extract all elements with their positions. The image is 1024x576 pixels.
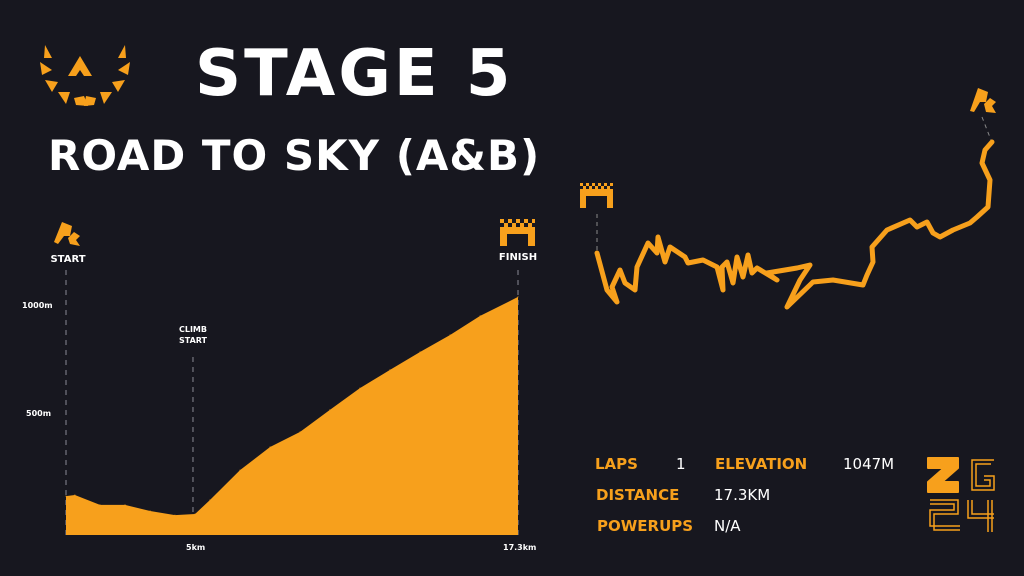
elevation-label: ELEVATION (715, 455, 808, 473)
y-tick-500: 500m (26, 409, 52, 418)
distance-value: 17.3KM (714, 486, 771, 504)
map-start-flag-icon (970, 88, 996, 113)
powerups-label: POWERUPS (597, 517, 694, 535)
x-tick-5km: 5km (186, 543, 206, 552)
elevation-point (419, 351, 421, 353)
elevation-value: 1047M (843, 455, 895, 473)
distance-label: DISTANCE (596, 486, 680, 504)
finish-arch-icon (500, 219, 535, 246)
climb-start-line1: CLIMB (178, 325, 207, 334)
elevation-point (517, 296, 519, 298)
elevation-point (174, 514, 176, 516)
elevation-point (124, 504, 126, 506)
map-finish-arch-icon (580, 183, 613, 208)
elevation-point (209, 499, 211, 501)
elevation-point (389, 369, 391, 371)
powerups-value: N/A (714, 517, 741, 535)
route-name: ROAD TO SKY (A&B) (48, 131, 541, 180)
laps-label: LAPS (595, 455, 638, 473)
stage-title: STAGE 5 (195, 37, 514, 111)
elevation-point (299, 431, 301, 433)
start-flag-icon (54, 222, 80, 246)
elevation-point (149, 510, 151, 512)
elevation-point (239, 469, 241, 471)
climb-start-label: CLIMB START (165, 324, 221, 346)
elevation-point (74, 494, 76, 496)
elevation-area (66, 296, 518, 535)
x-tick-17-3km: 17.3km (503, 543, 537, 552)
route-path (594, 139, 995, 310)
laps-value: 1 (676, 455, 686, 473)
elevation-point (65, 495, 67, 497)
elevation-point (194, 513, 196, 515)
elevation-point (269, 446, 271, 448)
elevation-point (479, 315, 481, 317)
climb-start-line2: START (178, 336, 208, 345)
finish-label: FINISH (498, 252, 538, 263)
elevation-point (99, 504, 101, 506)
y-tick-1000: 1000m (22, 301, 53, 310)
elevation-point (329, 409, 331, 411)
elevation-point (449, 334, 451, 336)
start-label: START (50, 254, 86, 265)
elevation-point (359, 387, 361, 389)
